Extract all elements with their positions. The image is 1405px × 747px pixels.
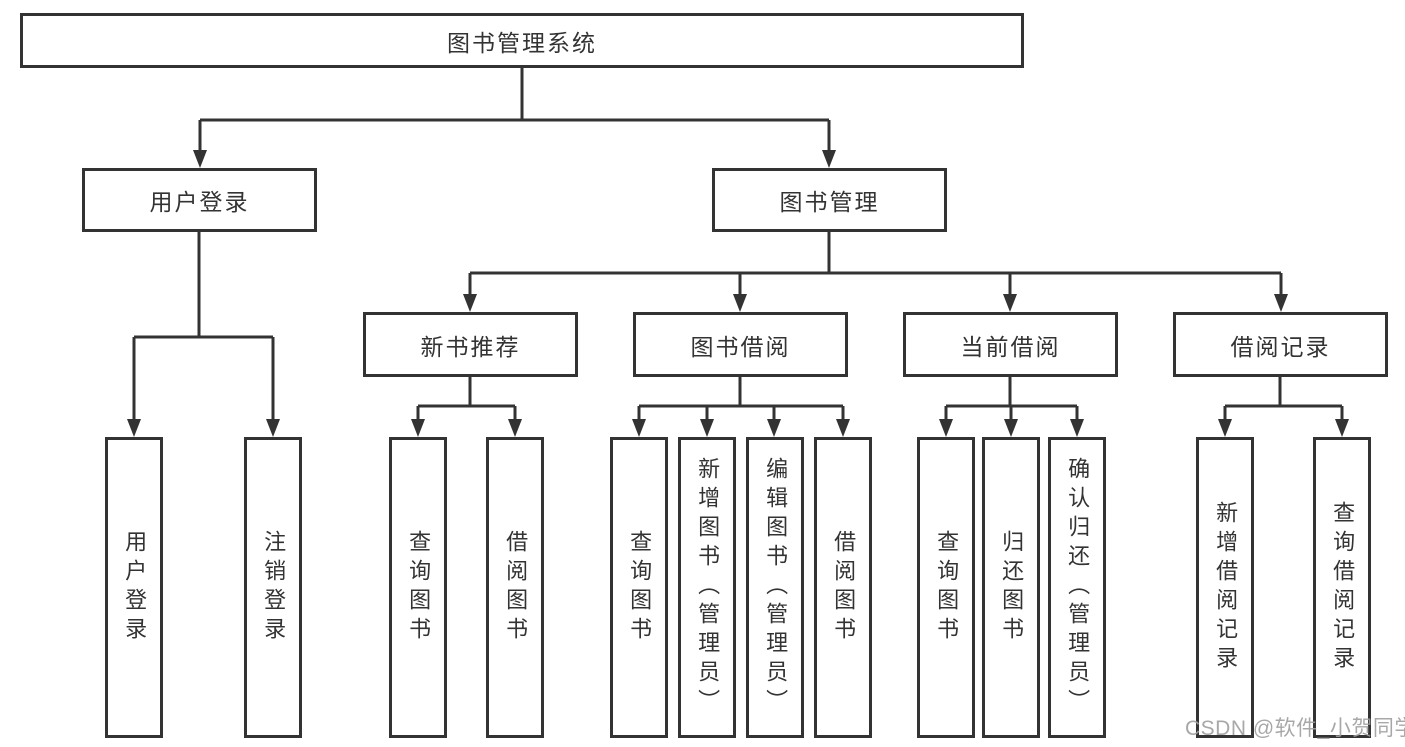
leaf-add-borrow-record: 新增借阅记录: [1196, 437, 1254, 738]
node-label: 编辑图书（管理员）: [763, 457, 789, 718]
leaf-logout: 注销登录: [244, 437, 302, 738]
node-label: 归还图书: [999, 529, 1025, 646]
node-user-login: 用户登录: [82, 168, 317, 232]
node-label: 新书推荐: [420, 333, 521, 360]
leaf-borrow-books: 借阅图书: [814, 437, 872, 738]
node-new-book-recommend: 新书推荐: [363, 312, 578, 377]
leaf-query-borrow-record: 查询借阅记录: [1313, 437, 1371, 738]
node-label: 查询图书: [934, 529, 960, 646]
leaf-add-books-admin: 新增图书（管理员）: [678, 437, 736, 738]
node-label: 图书管理系统: [447, 29, 597, 56]
node-book-management: 图书管理: [712, 168, 947, 232]
node-label: 查询图书: [627, 529, 653, 646]
node-library-management-system: 图书管理系统: [20, 13, 1024, 68]
node-label: 确认归还（管理员）: [1065, 457, 1091, 718]
node-label: 借阅图书: [831, 529, 857, 646]
node-label: 注销登录: [261, 529, 287, 646]
arrowhead-icons: [127, 150, 1349, 437]
leaf-query-books-borrow: 查询图书: [610, 437, 668, 738]
leaf-user-login: 用户登录: [105, 437, 163, 738]
node-label: 查询借阅记录: [1330, 500, 1356, 675]
node-current-borrow: 当前借阅: [903, 312, 1118, 377]
node-label: 当前借阅: [960, 333, 1061, 360]
node-book-borrow: 图书借阅: [633, 312, 848, 377]
node-label: 借阅图书: [503, 529, 529, 646]
node-label: 用户登录: [122, 529, 148, 646]
node-label: 图书借阅: [690, 333, 791, 360]
node-label: 查询图书: [406, 529, 432, 646]
leaf-edit-books-admin: 编辑图书（管理员）: [746, 437, 804, 738]
node-label: 新增图书（管理员）: [695, 457, 721, 718]
node-label: 用户登录: [149, 189, 250, 215]
node-label: 图书管理: [779, 189, 880, 215]
node-label: 新增借阅记录: [1213, 500, 1239, 675]
leaf-query-books-recommend: 查询图书: [389, 437, 447, 738]
csdn-watermark: CSDN @软件_小贺同学: [1185, 717, 1405, 740]
leaf-return-books: 归还图书: [982, 437, 1040, 738]
leaf-query-books-current: 查询图书: [917, 437, 975, 738]
leaf-confirm-return-admin: 确认归还（管理员）: [1048, 437, 1106, 738]
leaf-borrow-books-recommend: 借阅图书: [486, 437, 544, 738]
node-borrow-records: 借阅记录: [1173, 312, 1388, 377]
node-label: 借阅记录: [1230, 333, 1331, 360]
